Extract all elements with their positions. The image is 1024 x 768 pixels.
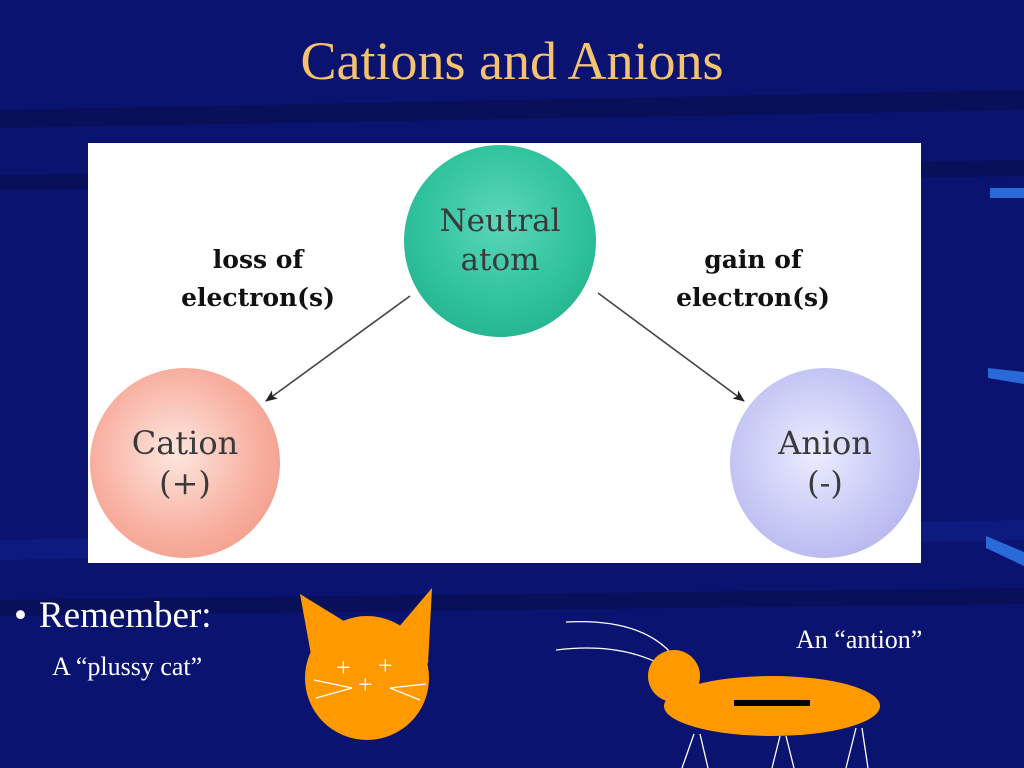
gain-of-electrons-label: gain of electron(s)	[648, 241, 858, 316]
cation-circle: Cation (+)	[90, 368, 280, 558]
cation-label-line2: (+)	[159, 464, 211, 502]
anion-circle: Anion (-)	[730, 368, 920, 558]
anion-label-line2: (-)	[807, 464, 843, 502]
loss-arrow	[265, 295, 411, 402]
neutral-atom-label-line2: atom	[460, 242, 540, 278]
background-stripe	[0, 588, 1024, 616]
accent-dash	[988, 368, 1024, 384]
ion-diagram-panel: Neutral atom loss of electron(s) gain of…	[88, 143, 921, 563]
neutral-atom-circle: Neutral atom	[404, 145, 596, 337]
remember-bullet: • Remember:	[14, 594, 212, 637]
diagram-arrows	[265, 292, 745, 402]
loss-label-line2: electron(s)	[181, 282, 335, 312]
loss-of-electrons-label: loss of electron(s)	[158, 241, 358, 316]
cation-label-line1: Cation	[131, 424, 239, 462]
antion-caption: An “antion”	[796, 625, 923, 654]
slide-title: Cations and Anions	[300, 31, 724, 91]
accent-dash	[990, 188, 1024, 198]
neutral-atom-label-line1: Neutral	[439, 203, 561, 240]
gain-label-line1: gain of	[704, 245, 802, 274]
anion-label-line1: Anion	[778, 424, 872, 462]
plussy-cat-caption: A “plussy cat”	[52, 652, 203, 681]
gain-label-line2: electron(s)	[676, 282, 830, 312]
accent-dash	[986, 536, 1024, 566]
gain-arrow	[597, 292, 745, 402]
remember-text: Remember:	[38, 595, 212, 636]
loss-label-line1: loss of	[212, 245, 304, 274]
bullet-marker: •	[14, 595, 27, 636]
background-stripe	[0, 90, 1024, 128]
